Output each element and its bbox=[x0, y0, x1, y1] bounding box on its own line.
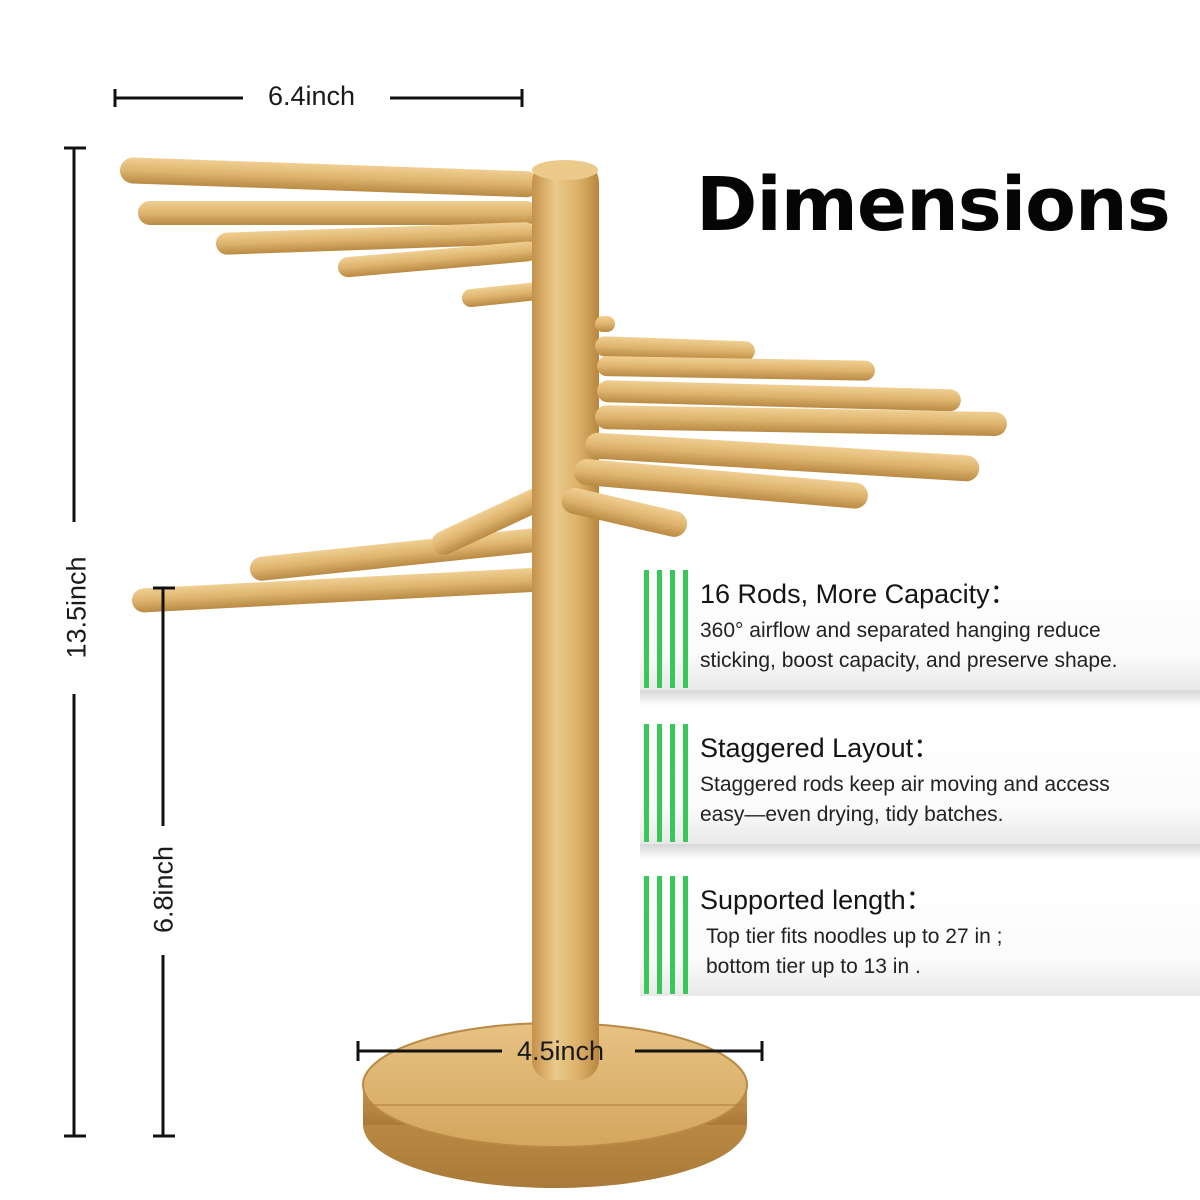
feature-title: Staggered Layout： bbox=[700, 733, 941, 763]
center-pole bbox=[532, 160, 599, 1080]
base-width-label: 4.5inch bbox=[517, 1036, 605, 1066]
feature-card-capacity: 16 Rods, More Capacity： 360° airflow and… bbox=[640, 568, 1200, 706]
feature-title: Supported length： bbox=[700, 885, 933, 915]
green-stripes-icon bbox=[644, 570, 690, 688]
green-stripes-icon bbox=[644, 876, 690, 994]
page-title: Dimensions bbox=[696, 162, 1171, 248]
green-stripes-icon bbox=[644, 724, 690, 842]
width-label: 6.4inch bbox=[268, 81, 356, 111]
height-label: 13.5inch bbox=[61, 556, 92, 659]
feature-description: Top tier fits noodles up to 27 in ; bott… bbox=[706, 925, 1003, 978]
right-rods bbox=[561, 316, 1007, 537]
feature-card-length: Supported length： Top tier fits noodles … bbox=[640, 874, 1200, 996]
dimension-lines bbox=[64, 89, 764, 1138]
feature-description: Staggered rods keep air moving and acces… bbox=[700, 773, 1110, 826]
rack-base bbox=[362, 1022, 748, 1188]
feature-description: 360° airflow and separated hanging reduc… bbox=[700, 619, 1118, 672]
left-rods bbox=[119, 157, 562, 613]
lower-height-label: 6.8inch bbox=[148, 845, 179, 934]
feature-title: 16 Rods, More Capacity： bbox=[700, 579, 1017, 609]
feature-card-layout: Staggered Layout： Staggered rods keep ai… bbox=[640, 722, 1200, 860]
